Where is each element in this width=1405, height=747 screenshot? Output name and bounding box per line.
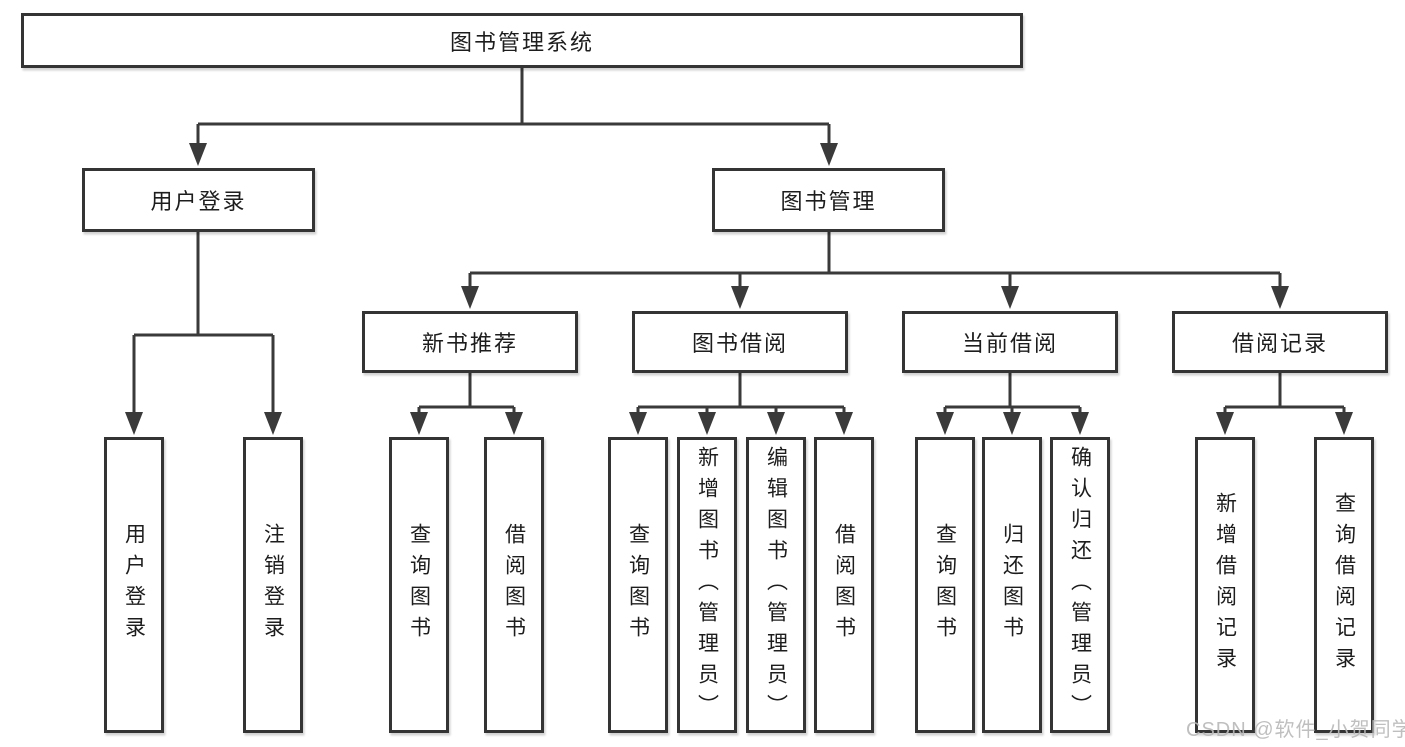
leaf-label: 用户登录 [122, 523, 146, 647]
leaf-label: 注销登录 [261, 523, 285, 647]
node-borrow-records: 借阅记录 [1172, 311, 1388, 373]
node-user-login: 用户登录 [82, 168, 315, 232]
leaf-label: 查询图书 [933, 523, 957, 647]
connector-book-mgmt-to-level3 [468, 232, 1282, 293]
leaf-label: 查询借阅记录 [1332, 492, 1356, 678]
node-root-label: 图书管理系统 [449, 29, 594, 55]
node-book-mgmt-label: 图书管理 [780, 189, 877, 214]
arrowhead-icon [1271, 286, 1289, 309]
arrowhead-icon [1003, 412, 1021, 435]
leaf-label: 确认归还（管理员） [1068, 445, 1092, 725]
leaf-return-books: 归还图书 [982, 437, 1042, 733]
leaf-query-borrow-record: 查询借阅记录 [1314, 437, 1374, 733]
node-user-login-label: 用户登录 [150, 189, 247, 214]
connector-root-to-level2 [196, 68, 831, 148]
leaf-label: 新增图书（管理员） [695, 445, 719, 725]
arrowhead-icon [629, 412, 647, 435]
leaf-add-books-admin: 新增图书（管理员） [677, 437, 737, 733]
leaf-label: 借阅图书 [832, 523, 856, 647]
arrowhead-icon [189, 143, 207, 166]
leaf-user-login: 用户登录 [104, 437, 164, 733]
leaf-label: 查询图书 [626, 523, 650, 647]
csdn-watermark: CSDN @软件_小贺同学 [1186, 719, 1405, 741]
node-current-borrow-label: 当前借阅 [961, 331, 1058, 356]
leaf-label: 借阅图书 [502, 523, 526, 647]
arrowhead-icon [1001, 286, 1019, 309]
arrowhead-icon [1071, 412, 1089, 435]
arrowhead-icon [1216, 412, 1234, 435]
leaf-borrow-books-2: 借阅图书 [814, 437, 874, 733]
leaf-query-books-2: 查询图书 [608, 437, 668, 733]
node-new-books: 新书推荐 [362, 311, 578, 373]
leaf-edit-books-admin: 编辑图书（管理员） [746, 437, 806, 733]
leaf-label: 归还图书 [1000, 523, 1024, 647]
leaf-label: 编辑图书（管理员） [764, 445, 788, 725]
connector-book-borrow-to-leaves [636, 373, 846, 420]
node-root: 图书管理系统 [21, 13, 1023, 68]
arrowhead-icon [731, 286, 749, 309]
arrowhead-icon [767, 412, 785, 435]
arrowhead-icon [461, 286, 479, 309]
leaf-logout: 注销登录 [243, 437, 303, 733]
node-book-mgmt: 图书管理 [712, 168, 945, 232]
arrowhead-icon [264, 412, 282, 435]
leaf-label: 查询图书 [407, 523, 431, 647]
node-current-borrow: 当前借阅 [902, 311, 1118, 373]
arrowhead-icon [936, 412, 954, 435]
node-book-borrow-label: 图书借阅 [691, 331, 788, 356]
node-new-books-label: 新书推荐 [421, 331, 518, 356]
connector-new-books-to-leaves [417, 373, 516, 420]
arrowhead-icon [410, 412, 428, 435]
connector-borrow-records-to-leaves [1223, 373, 1346, 420]
leaf-query-books-3: 查询图书 [915, 437, 975, 733]
arrowhead-icon [505, 412, 523, 435]
arrowhead-icon [698, 412, 716, 435]
node-borrow-records-label: 借阅记录 [1231, 331, 1328, 356]
leaf-query-books-1: 查询图书 [389, 437, 449, 733]
arrowhead-icon [835, 412, 853, 435]
leaf-confirm-return-admin: 确认归还（管理员） [1050, 437, 1110, 733]
arrowhead-icon [1335, 412, 1353, 435]
node-book-borrow: 图书借阅 [632, 311, 848, 373]
arrowhead-icon [125, 412, 143, 435]
connector-user-login-to-leaves [132, 232, 275, 418]
leaf-borrow-books-1: 借阅图书 [484, 437, 544, 733]
leaf-add-borrow-record: 新增借阅记录 [1195, 437, 1255, 733]
arrowhead-icon [820, 143, 838, 166]
leaf-label: 新增借阅记录 [1213, 492, 1237, 678]
